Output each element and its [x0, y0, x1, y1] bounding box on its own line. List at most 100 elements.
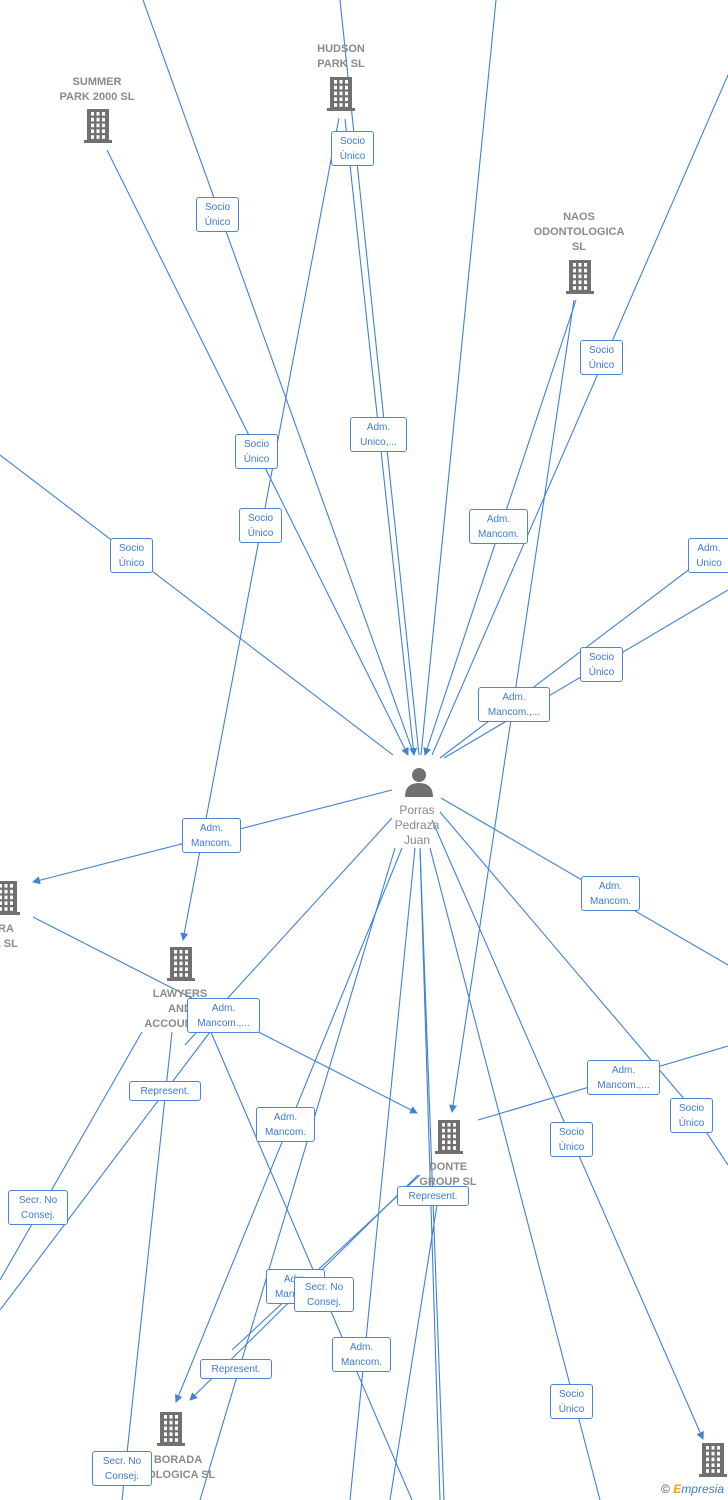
copyright-notice: © Empresia — [661, 1482, 724, 1496]
company-label: AL SL — [0, 938, 18, 950]
company-node-left-mid[interactable]: RRA AL SL — [0, 881, 20, 950]
company-label: DONTE — [429, 1161, 468, 1173]
relation-badge[interactable]: Adm. Mancom. — [469, 509, 528, 544]
relation-badge[interactable]: Represent. — [129, 1081, 201, 1101]
relation-badge-line: Único — [339, 151, 366, 162]
building-icon — [327, 77, 355, 111]
relation-badge-line: Represent. — [408, 1191, 458, 1202]
building-icon — [167, 947, 195, 981]
relation-badge[interactable]: Adm.Unico,... — [350, 417, 407, 452]
brand-initial: E — [673, 1482, 682, 1496]
relation-badge-line: Secr. No — [102, 1456, 142, 1467]
relation-badge[interactable]: Adm.Mancom.,... — [187, 998, 260, 1033]
relation-badge-line: Consej. — [307, 1297, 341, 1308]
relation-edge — [339, 0, 420, 756]
relation-badge-line: Mancom. — [190, 838, 233, 849]
relation-badge-line: Socio — [118, 543, 144, 554]
relation-badge[interactable]: Adm.Mancom. — [332, 1337, 391, 1372]
relation-badge-line: Adm. — [211, 1003, 236, 1014]
relation-badge-line: Unico — [696, 558, 722, 569]
company-label: AND — [168, 1003, 192, 1015]
relation-badge-line: Adm. — [273, 1112, 298, 1123]
relation-badge-line: Consej. — [105, 1471, 139, 1482]
relation-edge — [0, 1031, 211, 1311]
relation-edge — [121, 1031, 173, 1500]
relation-badge-line: Único — [558, 1142, 585, 1153]
person-name-line: Pedraza — [395, 818, 440, 832]
relation-edge — [389, 1204, 438, 1500]
company-label: SL — [572, 241, 586, 253]
relation-badge-line: Adm. — [486, 514, 511, 525]
relation-badge-line: Único — [247, 528, 274, 539]
person-icon — [405, 768, 433, 797]
relation-badge-line: Único — [588, 360, 615, 371]
relation-edge — [231, 1174, 421, 1351]
relation-edge — [142, 0, 415, 756]
relation-badge-line: Único — [588, 667, 615, 678]
relation-badge[interactable]: Adm.Mancom. — [581, 876, 640, 911]
relation-badge-line: Socio — [204, 202, 230, 213]
relation-badge-line: Socio — [558, 1127, 584, 1138]
relation-badge-line: Adm. — [366, 422, 391, 433]
relation-badge-line: Adm. — [598, 881, 623, 892]
building-icon — [0, 881, 20, 915]
building-icon — [566, 260, 594, 294]
relation-badge-line: Mancom.,... — [597, 1080, 650, 1091]
relation-badge-line: Único — [204, 217, 231, 228]
relation-badge[interactable]: Represent. — [397, 1186, 469, 1206]
relation-edge — [0, 454, 394, 756]
company-label: RRA — [0, 923, 14, 935]
relation-badge-line: Mancom. — [340, 1357, 383, 1368]
relation-badge-line: Socio — [588, 345, 614, 356]
relation-badge-line: Socio — [558, 1389, 584, 1400]
company-label: SUMMER — [73, 76, 122, 88]
relation-badge-line: Consej. — [21, 1210, 55, 1221]
building-icon — [435, 1120, 463, 1154]
relation-badge[interactable]: Adm.Mancom. — [256, 1107, 315, 1142]
relation-badge[interactable]: Adm.Unico — [688, 538, 728, 573]
relation-badge[interactable]: Adm.Mancom. — [182, 818, 241, 853]
relation-badge-line: Socio — [247, 513, 273, 524]
relation-badge[interactable]: Adm.Mancom.,... — [587, 1060, 660, 1095]
relation-badge[interactable]: Adm. Mancom.,... — [478, 687, 550, 722]
relation-badge-line: Mancom. — [477, 529, 520, 540]
relation-edge — [0, 1031, 143, 1281]
building-icon — [699, 1443, 727, 1477]
relation-badge-line: Único — [558, 1404, 585, 1415]
relation-badge-line: Socio — [243, 439, 269, 450]
relation-badge[interactable]: Secr. No Consej. — [8, 1190, 68, 1225]
relation-badge-line: Socio — [678, 1103, 704, 1114]
person-name-line: Juan — [404, 833, 430, 847]
company-label: TOLOGICA SL — [141, 1469, 216, 1481]
relation-badge-line: Socio — [588, 652, 614, 663]
relation-badge-line: Mancom.,... — [487, 707, 541, 718]
company-node-bottom-right[interactable] — [699, 1443, 727, 1477]
relation-badge-line: Adm. — [502, 692, 526, 703]
relation-badge-line: Secr. No — [18, 1195, 58, 1206]
relation-badge[interactable]: Secr. No Consej. — [294, 1277, 354, 1312]
relation-badge-line: Secr. No — [304, 1282, 344, 1293]
relation-edge — [431, 74, 728, 756]
company-label: ODONTOLOGICA — [534, 226, 625, 238]
relation-badge[interactable]: Secr. No Consej. — [92, 1451, 152, 1486]
relation-badge[interactable]: Represent. — [200, 1359, 272, 1379]
building-icon — [157, 1412, 185, 1446]
